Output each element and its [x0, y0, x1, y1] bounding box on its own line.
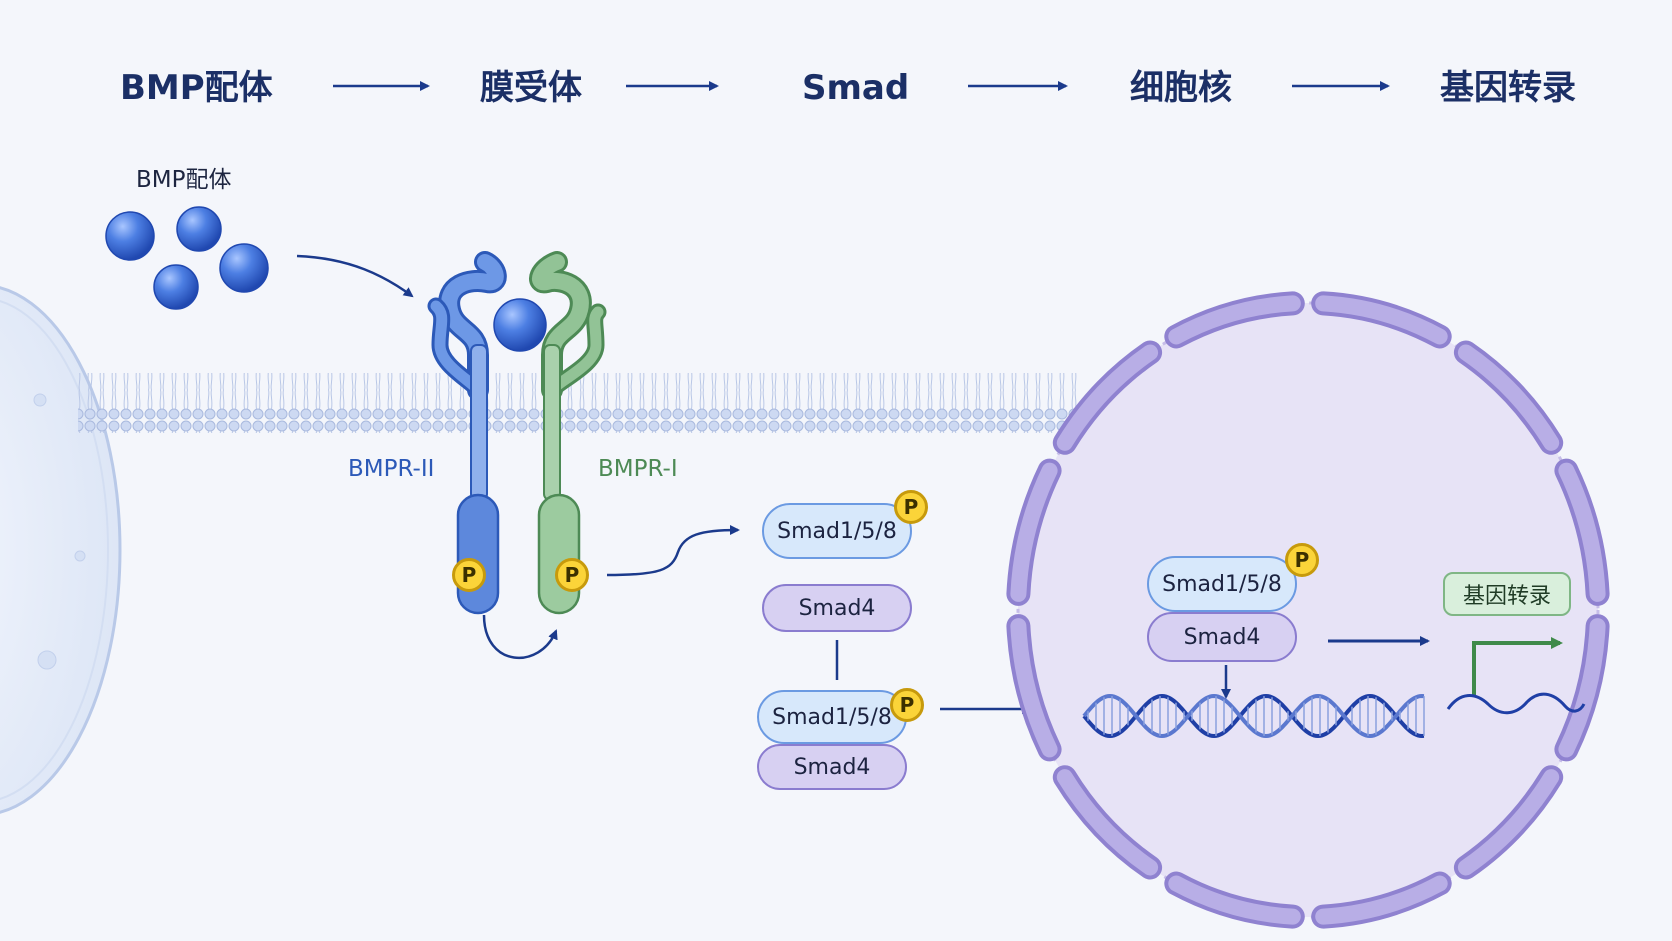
bmpr2-label: BMPR-II: [348, 456, 435, 482]
ligand-binding-arrow: [296, 254, 414, 298]
phospho-badge: P: [555, 558, 589, 592]
smad158-protein: Smad1/5/8: [762, 503, 912, 559]
ligand-label: BMP配体: [136, 167, 232, 193]
bmp-ligand-ball: [105, 211, 155, 261]
bmpr2-kinase-domain: [456, 493, 500, 615]
cell-body: [0, 286, 122, 814]
phospho-badge: P: [452, 558, 486, 592]
bmpr1-kinase-domain: [537, 493, 581, 615]
phospho-badge: P: [894, 490, 928, 524]
dna-helix: [1082, 693, 1425, 739]
bmpr1-label: BMPR-I: [598, 456, 678, 482]
mrna-transcript: [1446, 692, 1586, 715]
nuclear-complex-smad4: Smad4: [1147, 612, 1297, 662]
complex-smad158: Smad1/5/8: [757, 690, 907, 744]
phospho-badge: P: [1285, 543, 1319, 577]
cell-membrane: [78, 373, 1080, 433]
flow-step-receptor: 膜受体: [480, 68, 582, 108]
bmp-ligand-cluster: [105, 206, 269, 310]
smad4-protein: Smad4: [762, 584, 912, 632]
nuclear-complex-smad158: Smad1/5/8: [1147, 556, 1297, 612]
transcription-start-arrow: [1472, 637, 1563, 695]
bmp-ligand-ball: [176, 206, 222, 252]
phospho-badge: P: [890, 688, 924, 722]
bound-bmp-ligand: [493, 298, 547, 352]
flow-step-ligand: BMP配体: [120, 68, 273, 108]
flow-step-smad: Smad: [802, 68, 910, 108]
phosphorylation-arrow: [482, 614, 558, 660]
bmp-ligand-ball: [153, 264, 199, 310]
complex-smad4: Smad4: [757, 744, 907, 790]
bmp-ligand-ball: [219, 243, 269, 293]
nucleus: [1006, 291, 1610, 929]
smad-activation-arrow: [606, 525, 740, 577]
gene-transcription-box: 基因转录: [1443, 572, 1571, 616]
flow-step-transcription: 基因转录: [1440, 68, 1576, 108]
flow-step-nucleus: 细胞核: [1130, 68, 1232, 108]
